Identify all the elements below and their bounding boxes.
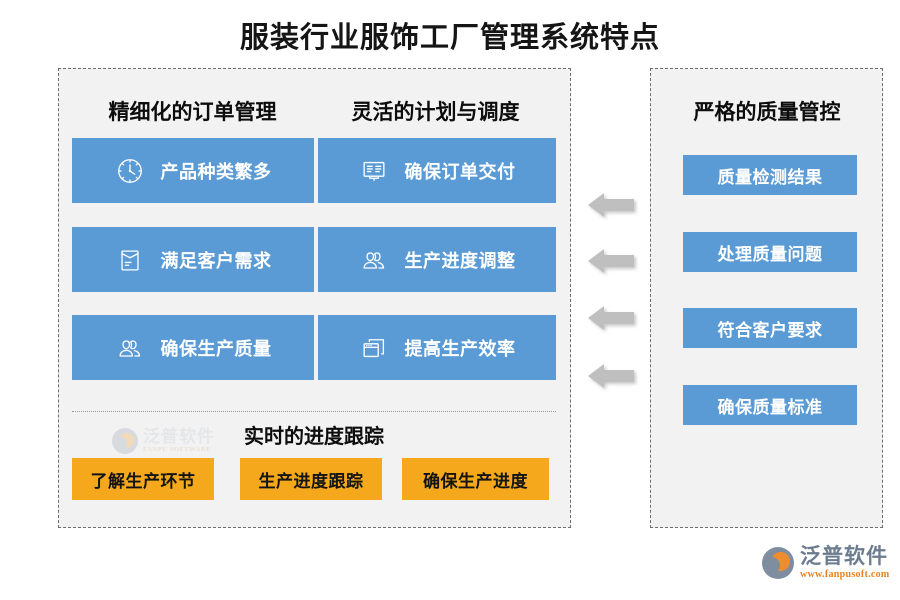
quality-item-meet-customer-requirements[interactable]: 符合客户要求: [683, 308, 857, 348]
page-title: 服装行业服饰工厂管理系统特点: [239, 22, 660, 54]
card-production-progress-adjustment[interactable]: 生产进度调整: [318, 227, 556, 292]
quality-item-inspection-results[interactable]: 质量检测结果: [683, 155, 857, 195]
arrow-left-icon: [588, 246, 634, 276]
tracking-heading: 实时的进度跟踪: [244, 426, 384, 448]
card-label: 确保生产质量: [160, 338, 272, 359]
tracking-chip-ensure-progress[interactable]: 确保生产进度: [402, 458, 549, 500]
card-label: 提高生产效率: [404, 338, 516, 359]
card-label: 满足客户需求: [160, 250, 272, 271]
card-label: 产品种类繁多: [160, 161, 272, 182]
card-ensure-production-quality[interactable]: 确保生产质量: [72, 315, 314, 380]
fanpu-logo-icon: [762, 547, 794, 579]
arrow-left-icon: [588, 190, 634, 220]
stacked-windows-icon: [359, 333, 389, 363]
chip-label: 了解生产环节: [90, 471, 196, 491]
quality-item-handle-issues[interactable]: 处理质量问题: [683, 232, 857, 272]
tracking-chip-production-steps[interactable]: 了解生产环节: [72, 458, 214, 500]
people-icon: [115, 333, 145, 363]
column-heading-order-management: 精细化的订单管理: [108, 100, 277, 124]
quality-item-label: 符合客户要求: [717, 320, 823, 340]
column-heading-planning-scheduling: 灵活的计划与调度: [351, 100, 520, 124]
tracking-chip-progress-tracking[interactable]: 生产进度跟踪: [240, 458, 382, 500]
card-label: 生产进度调整: [404, 250, 516, 271]
quality-item-ensure-standards[interactable]: 确保质量标准: [683, 385, 857, 425]
quality-item-label: 处理质量问题: [717, 244, 823, 264]
clock-icon: [115, 156, 145, 186]
card-product-variety[interactable]: 产品种类繁多: [72, 138, 314, 203]
card-meet-customer-needs[interactable]: 满足客户需求: [72, 227, 314, 292]
card-label: 确保订单交付: [404, 161, 516, 182]
column-heading-quality-control: 严格的质量管控: [693, 100, 841, 124]
arrow-left-icon: [588, 361, 634, 391]
brand-name: 泛普软件: [800, 544, 888, 568]
card-ensure-order-delivery[interactable]: 确保订单交付: [318, 138, 556, 203]
quality-item-label: 质量检测结果: [717, 167, 823, 187]
presentation-board-icon: [359, 156, 389, 186]
chip-label: 生产进度跟踪: [258, 471, 364, 491]
quality-item-label: 确保质量标准: [717, 397, 823, 417]
brand-url: www.fanpusoft.com: [800, 569, 890, 580]
right-panel: [650, 68, 883, 528]
arrow-left-icon: [588, 303, 634, 333]
tracking-divider: [72, 411, 556, 412]
brand-logo: 泛普软件 www.fanpusoft.com: [762, 546, 890, 580]
people-icon: [359, 245, 389, 275]
card-improve-production-efficiency[interactable]: 提高生产效率: [318, 315, 556, 380]
envelope-document-icon: [115, 245, 145, 275]
chip-label: 确保生产进度: [423, 471, 528, 491]
